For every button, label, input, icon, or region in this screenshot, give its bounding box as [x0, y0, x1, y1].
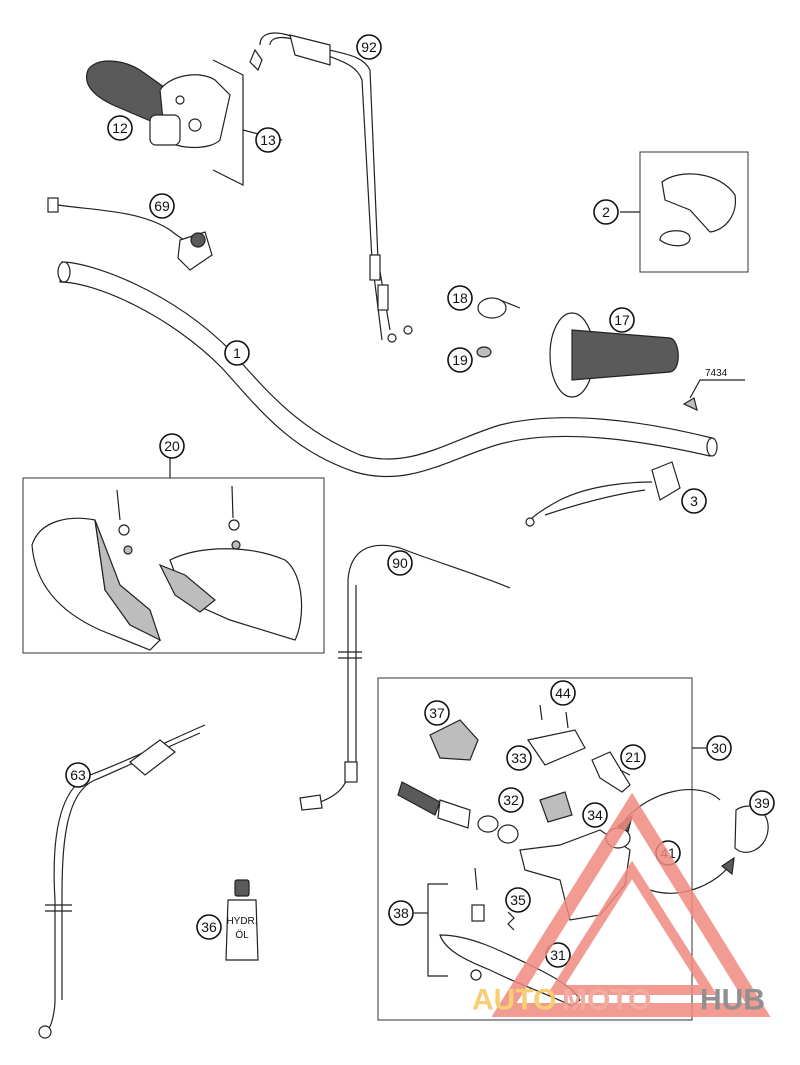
svg-text:13: 13	[260, 132, 276, 148]
part-2-bar-end	[639, 151, 749, 273]
svg-text:20: 20	[164, 438, 180, 454]
svg-text:30: 30	[711, 740, 727, 756]
callout-63: 63	[65, 762, 91, 788]
svg-text:3: 3	[690, 493, 698, 509]
handlebar	[57, 261, 718, 478]
kill-switch	[47, 197, 213, 271]
svg-text:1: 1	[233, 345, 241, 361]
svg-text:12: 12	[112, 120, 128, 136]
watermark-word-hub: HUB	[700, 984, 765, 1017]
leader-lines	[242, 129, 640, 914]
watermark-word-auto: AUTO	[472, 984, 556, 1017]
svg-text:39: 39	[754, 795, 770, 811]
watermark-word-moto: MOTO	[562, 984, 651, 1017]
svg-text:44: 44	[555, 685, 571, 701]
svg-text:90: 90	[392, 555, 408, 571]
svg-text:36: 36	[201, 919, 217, 935]
callout-13: 13	[255, 127, 281, 153]
callout-44: 44	[550, 680, 576, 706]
reference-nut: 7434	[682, 368, 745, 412]
svg-text:37: 37	[429, 705, 445, 721]
callout-30: 30	[706, 735, 732, 761]
callout-3: 3	[681, 488, 707, 514]
callout-36: 36	[196, 914, 222, 940]
callout-34: 34	[582, 802, 608, 828]
svg-text:35: 35	[510, 892, 526, 908]
callout-1: 1	[224, 340, 250, 366]
svg-text:38: 38	[393, 905, 409, 921]
callout-39: 39	[749, 790, 775, 816]
brake-line	[38, 724, 206, 1039]
callout-19: 19	[447, 347, 473, 373]
svg-text:31: 31	[550, 947, 566, 963]
hand-guards	[22, 458, 325, 654]
bottle-label-line1: HYDR.	[226, 916, 257, 927]
light-switch	[525, 461, 681, 527]
reference-code-label: 7434	[705, 368, 728, 379]
bottle-label-line2: ÖL	[235, 929, 249, 941]
throttle-cables	[249, 32, 413, 343]
svg-text:69: 69	[154, 198, 170, 214]
callout-69: 69	[149, 193, 175, 219]
svg-text:21: 21	[625, 749, 641, 765]
throttle-grip-assembly	[86, 59, 244, 186]
callout-92: 92	[356, 34, 382, 60]
svg-text:32: 32	[503, 792, 519, 808]
nut-19	[476, 346, 492, 358]
hydraulic-oil-bottle: HYDR. ÖL	[225, 879, 259, 961]
automotohub-watermark: AUTO MOTO HUB	[472, 792, 771, 1017]
callout-35: 35	[505, 887, 531, 913]
callout-37: 37	[424, 700, 450, 726]
callout-90: 90	[387, 550, 413, 576]
callout-17: 17	[609, 307, 635, 333]
callout-38: 38	[388, 900, 414, 926]
callout-2: 2	[593, 199, 619, 225]
left-grip	[549, 312, 679, 398]
cable-tie	[477, 297, 521, 319]
svg-text:19: 19	[452, 352, 468, 368]
svg-text:17: 17	[614, 312, 630, 328]
svg-text:92: 92	[361, 39, 377, 55]
callout-33: 33	[506, 745, 532, 771]
svg-text:2: 2	[602, 204, 610, 220]
callout-21: 21	[620, 744, 646, 770]
callout-20: 20	[159, 433, 185, 459]
callout-12: 12	[107, 115, 133, 141]
callout-32: 32	[498, 787, 524, 813]
svg-text:63: 63	[70, 767, 86, 783]
svg-text:34: 34	[587, 807, 603, 823]
svg-text:33: 33	[511, 750, 527, 766]
callout-18: 18	[447, 285, 473, 311]
svg-text:18: 18	[452, 290, 468, 306]
clutch-cable	[299, 544, 511, 811]
watermark-triangle	[491, 792, 771, 1017]
